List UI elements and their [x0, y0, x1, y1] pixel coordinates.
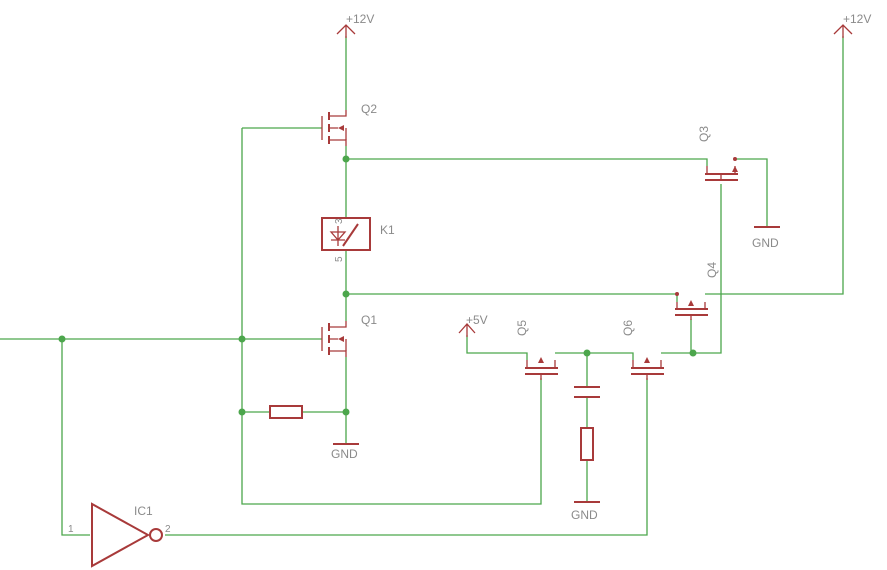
wire-5v-q5 — [466, 335, 528, 360]
supply-12v-a: +12V — [336, 12, 374, 38]
ground-rc: GND — [571, 501, 600, 522]
wire-q3-source — [346, 158, 708, 166]
supply-12v-a-label: +12V — [346, 12, 374, 26]
junction-dot — [238, 408, 246, 416]
supply-12v-b: +12V — [833, 12, 871, 38]
mosfet-q4: Q4 — [675, 262, 719, 320]
k1-label: K1 — [380, 223, 395, 237]
wire-left-bus — [241, 128, 542, 505]
junction-dot — [58, 335, 66, 343]
supply-12v-b-label: +12V — [843, 12, 871, 26]
q5-label: Q5 — [515, 320, 529, 336]
mosfet-q5: Q5 — [515, 320, 558, 380]
ground-q1-label: GND — [331, 447, 358, 461]
wire-q3-gate — [693, 184, 722, 354]
ground-rc-label: GND — [571, 508, 598, 522]
ic1-label: IC1 — [134, 504, 153, 518]
inverter-ic1: 1 2 IC1 — [68, 502, 171, 568]
wire-inverter-in — [61, 339, 90, 536]
wire-q4-source — [346, 293, 678, 302]
supply-5v: +5V — [458, 313, 488, 337]
wire-q4-supply — [705, 36, 844, 295]
q6-label: Q6 — [621, 320, 635, 336]
k1-pin-top: 3 — [334, 218, 345, 224]
mosfet-q2: Q2 — [321, 102, 377, 146]
k1-pin-bottom: 5 — [334, 256, 345, 262]
ic1-pin-in: 1 — [68, 524, 74, 535]
q4-label: Q4 — [705, 262, 719, 278]
q1-label: Q1 — [361, 313, 377, 327]
wire-q5-q6 — [555, 352, 634, 360]
wire-q3-gnd — [735, 158, 768, 227]
relay-k1: 3 5 K1 — [321, 217, 395, 262]
ic1-pin-out: 2 — [165, 524, 171, 535]
junction-dot — [342, 290, 350, 298]
junction-dot — [238, 335, 246, 343]
junctions — [58, 155, 697, 416]
mosfet-q6: Q6 — [621, 320, 664, 380]
junction-dot — [342, 155, 350, 163]
wires — [0, 36, 844, 536]
mosfet-q1: Q1 — [321, 313, 377, 357]
ground-q1: GND — [331, 443, 359, 461]
capacitor — [574, 386, 600, 398]
ground-q3-label: GND — [752, 236, 779, 250]
junction-dot — [583, 349, 591, 357]
ground-q3: GND — [752, 226, 780, 250]
wire-inverter-out — [165, 378, 648, 536]
mosfet-q3: Q3 — [697, 126, 738, 181]
supply-5v-label: +5V — [466, 313, 488, 327]
q3-label: Q3 — [697, 126, 711, 142]
junction-dot — [689, 349, 697, 357]
resistor-horizontal — [269, 405, 303, 419]
q2-label: Q2 — [361, 102, 377, 116]
resistor-vertical — [580, 427, 594, 461]
junction-dot — [342, 408, 350, 416]
